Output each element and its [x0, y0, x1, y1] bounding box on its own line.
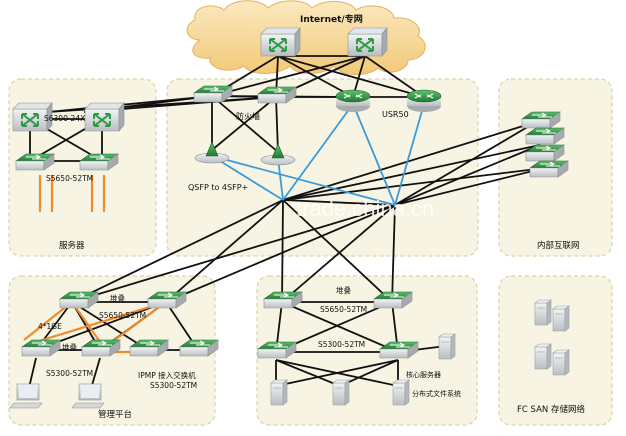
internet-router-icon: [260, 27, 301, 57]
fcsan-title: FC SAN 存储网络: [517, 404, 585, 415]
s5650-mgmt-label: S5650-52TM: [99, 311, 146, 320]
s5300-ipmp-label: S5300-52TM: [150, 381, 197, 390]
watermark-text: trade.china.cn: [296, 196, 434, 221]
usr-router-icon: [335, 89, 371, 113]
management-title: 管理平台: [98, 409, 132, 420]
intranet-title: 内部互联网: [537, 240, 580, 251]
qsfp-label: QSFP to 4SFP+: [188, 183, 248, 192]
server-icon: [392, 379, 410, 406]
internet-router-icon: [347, 27, 388, 57]
usr-label: USR50: [382, 110, 409, 119]
s5300-mgmt-label: S5300-52TM: [46, 369, 93, 378]
fcsan-zone: [498, 275, 613, 426]
core-server-label: 核心服务器: [406, 370, 441, 379]
s6300-switch-icon: [84, 102, 125, 132]
server-icon: [438, 333, 456, 360]
cloud-label: Internet/专网: [300, 13, 363, 25]
firewall-label: 防火墙: [236, 111, 260, 121]
server-icon: [552, 305, 570, 332]
usr-router-icon: [406, 89, 442, 113]
s5300-storage-label: S5300-52TM: [318, 340, 365, 349]
blue-links: [211, 103, 425, 206]
stack-label: 堆叠: [62, 342, 77, 352]
gig-label: 4*1GE: [38, 322, 62, 331]
storage-zone: [256, 275, 478, 426]
s5650-storage-label: S5650-52TM: [320, 305, 367, 314]
server-icon: [534, 343, 552, 370]
server-icon: [332, 379, 350, 406]
server-icon: [552, 349, 570, 376]
stack-label: 堆叠: [110, 293, 125, 303]
ipmp-label: IPMP 接入交换机: [138, 370, 196, 380]
s5650-top-label: S5650-52TM: [46, 174, 93, 183]
servers-title: 服务器: [59, 240, 85, 251]
s6300-label: S6300-24X: [44, 114, 85, 123]
stack-label: 堆叠: [336, 285, 351, 295]
dfs-label: 分布式文件系统: [412, 389, 461, 398]
server-icon: [534, 299, 552, 326]
server-icon: [270, 379, 288, 406]
